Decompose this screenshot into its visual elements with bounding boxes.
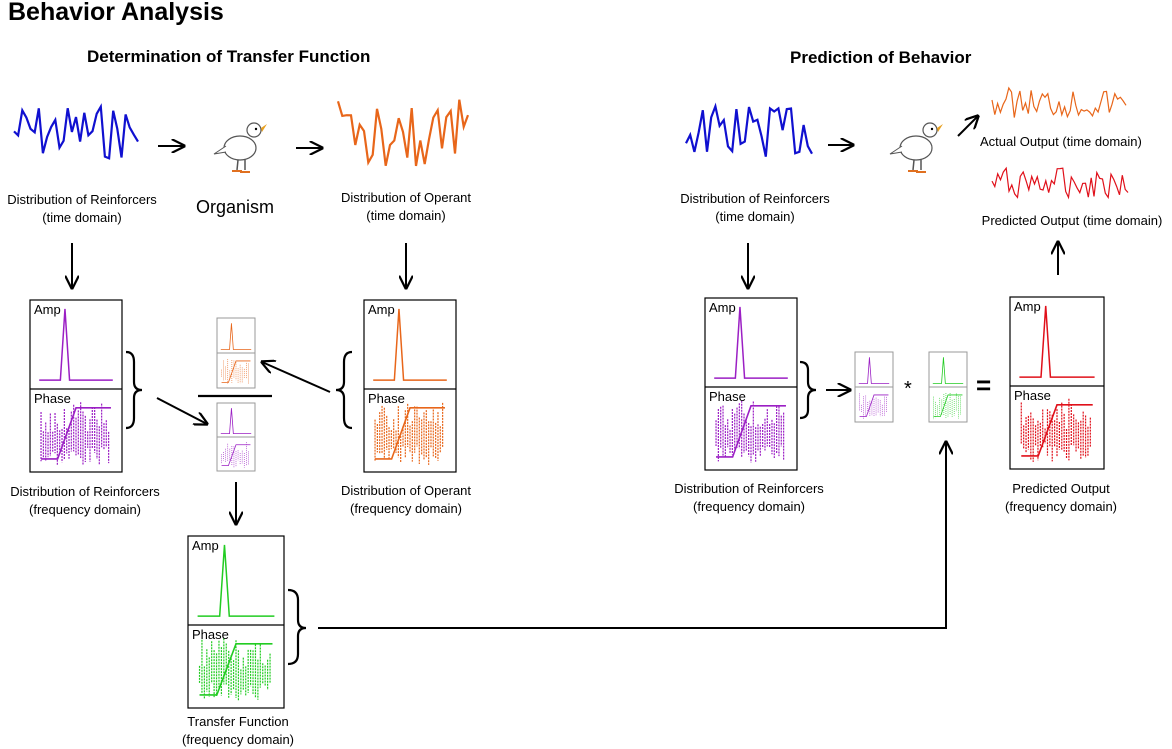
label-line: (frequency domain) (693, 499, 805, 514)
braces (125, 350, 817, 666)
actual-output-label: Actual Output (time domain) (980, 134, 1142, 149)
operant-freq-label: Distribution of Operant (frequency domai… (330, 482, 482, 518)
reinforcers-signal-left (13, 103, 139, 160)
phase-label: Phase (192, 627, 229, 642)
label-line: Distribution of Operant (340, 483, 472, 498)
label-line: Distribution of Reinforcers (680, 191, 830, 206)
brace-icon (287, 588, 307, 666)
arrow-icon (318, 442, 946, 629)
label-line: (frequency domain) (182, 732, 294, 747)
predicted-output-spectrum-panel (1009, 296, 1105, 470)
reinforcers-time-label-right: Distribution of Reinforcers (time domain… (670, 190, 840, 226)
arrow-icon (156, 397, 207, 424)
bird-icon (213, 122, 267, 173)
section-heading-prediction: Prediction of Behavior (790, 48, 972, 67)
operant-spectrum-panel (363, 299, 457, 473)
transfer-function-thumbnail (928, 351, 968, 423)
spectrum-panels (29, 296, 1105, 709)
predicted-freq-label: Predicted Output (frequency domain) (994, 480, 1128, 516)
operant-time-label: Distribution of Operant (time domain) (326, 189, 486, 225)
reinforcers-freq-label: Distribution of Reinforcers (frequency d… (0, 483, 170, 519)
arrow-icon (262, 362, 331, 393)
organism-label: Organism (196, 197, 275, 217)
label-line: (frequency domain) (29, 502, 141, 517)
reinforcers-time-label: Distribution of Reinforcers (time domain… (0, 191, 166, 227)
arrows (72, 116, 1058, 629)
amp-label: Amp (709, 300, 736, 315)
amp-label: Amp (34, 302, 61, 317)
reinforcers-spectrum-panel-right (704, 297, 798, 471)
label-line: Distribution of Operant (340, 190, 472, 205)
transfer-function-label: Transfer Function (frequency domain) (170, 713, 306, 749)
label-line: Predicted Output (1012, 481, 1110, 496)
label-line: (time domain) (715, 209, 795, 224)
arrow-icon (957, 116, 978, 137)
phase-label: Phase (709, 389, 746, 404)
multiply-symbol: * (904, 378, 912, 400)
amp-label: Amp (192, 538, 219, 553)
predicted-output-label: Predicted Output (time domain) (981, 213, 1163, 228)
label-line: Distribution of Reinforcers (674, 481, 824, 496)
label-line: (time domain) (42, 210, 122, 225)
actual-output-signal (991, 86, 1127, 119)
label-line: Transfer Function (187, 714, 289, 729)
amp-label: Amp (368, 302, 395, 317)
amp-label: Amp (1014, 299, 1041, 314)
label-line: Distribution of Reinforcers (7, 192, 157, 207)
reinforcers-signal-right (685, 102, 813, 157)
operant-signal-left (336, 99, 470, 167)
operant-spectrum-thumbnail (216, 317, 256, 389)
phase-label: Phase (1014, 388, 1051, 403)
label-line: (frequency domain) (350, 501, 462, 516)
transfer-function-panel (187, 535, 285, 709)
predicted-output-signal (991, 166, 1129, 200)
brace-icon (125, 350, 143, 430)
phase-label: Phase (368, 391, 405, 406)
reinforcers-spectrum-panel (29, 299, 123, 473)
phase-label: Phase (34, 391, 71, 406)
section-heading-transfer: Determination of Transfer Function (87, 47, 371, 66)
brace-icon (335, 350, 353, 430)
brace-icon (799, 360, 817, 420)
equals-symbol: = (976, 370, 992, 400)
reinforcers-spectrum-thumbnail (216, 402, 256, 472)
reinforcers-freq-label-right: Distribution of Reinforcers (frequency d… (664, 480, 834, 516)
label-line: (time domain) (366, 208, 446, 223)
reinforcers-spectrum-thumbnail-right (854, 351, 894, 423)
label-line: Distribution of Reinforcers (10, 484, 160, 499)
label-line: (frequency domain) (1005, 499, 1117, 514)
page-title: Behavior Analysis (8, 0, 224, 26)
bird-icon (889, 122, 943, 173)
